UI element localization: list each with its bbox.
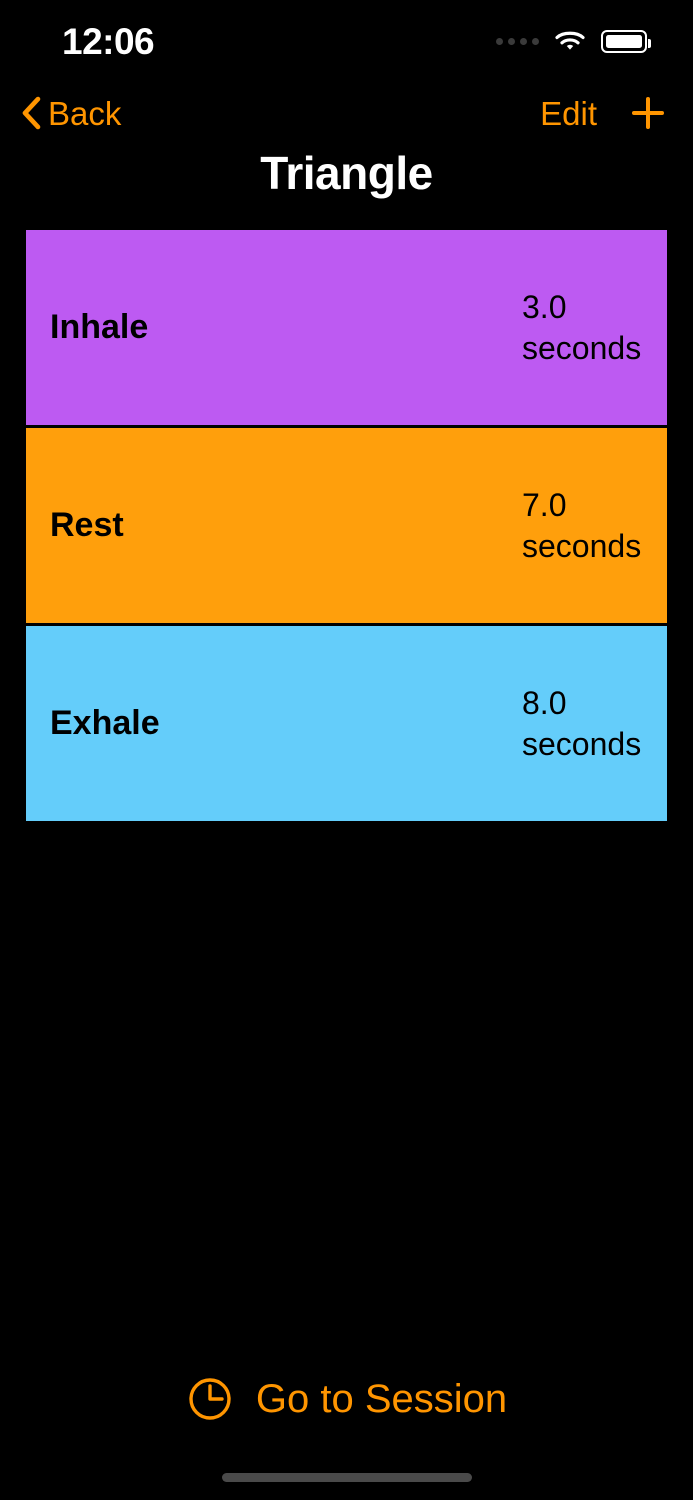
clock-icon: [186, 1375, 234, 1423]
phase-name: Inhale: [50, 307, 149, 346]
phase-duration-value: 7.0: [522, 486, 567, 523]
phase-duration: 7.0 seconds: [522, 485, 672, 567]
phase-duration: 8.0 seconds: [522, 683, 672, 765]
phase-row-exhale[interactable]: Exhale 8.0 seconds: [26, 626, 667, 821]
go-to-session-button[interactable]: Go to Session: [0, 1375, 693, 1423]
chevron-left-icon: [20, 96, 42, 130]
go-to-session-label: Go to Session: [255, 1377, 508, 1421]
navigation-bar: Back Edit: [0, 82, 693, 144]
phase-row-rest[interactable]: Rest 7.0 seconds: [26, 428, 667, 623]
phase-duration-unit: seconds: [522, 725, 642, 762]
phase-duration-unit: seconds: [522, 527, 642, 564]
phase-list: Inhale 3.0 seconds Rest 7.0 seconds Exha…: [26, 230, 667, 824]
wifi-icon: [555, 30, 585, 52]
status-bar: 12:06: [0, 0, 693, 78]
phase-duration-value: 8.0: [522, 684, 567, 721]
cellular-dots-icon: [496, 37, 539, 45]
back-button[interactable]: Back: [20, 96, 121, 130]
plus-icon[interactable]: [629, 94, 667, 132]
edit-button[interactable]: Edit: [540, 94, 597, 132]
phase-name: Rest: [50, 505, 124, 544]
status-bar-indicators: [496, 29, 651, 53]
navigation-bar-actions: Edit: [540, 94, 667, 132]
phase-duration-value: 3.0: [522, 288, 567, 325]
phase-duration: 3.0 seconds: [522, 287, 672, 369]
phase-duration-unit: seconds: [522, 329, 642, 366]
back-button-label: Back: [48, 94, 122, 132]
status-bar-time: 12:06: [62, 20, 155, 62]
phase-row-inhale[interactable]: Inhale 3.0 seconds: [26, 230, 667, 425]
page-title: Triangle: [260, 147, 433, 199]
phase-name: Exhale: [50, 703, 160, 742]
battery-full-icon: [601, 29, 651, 53]
home-indicator[interactable]: [221, 1473, 472, 1482]
